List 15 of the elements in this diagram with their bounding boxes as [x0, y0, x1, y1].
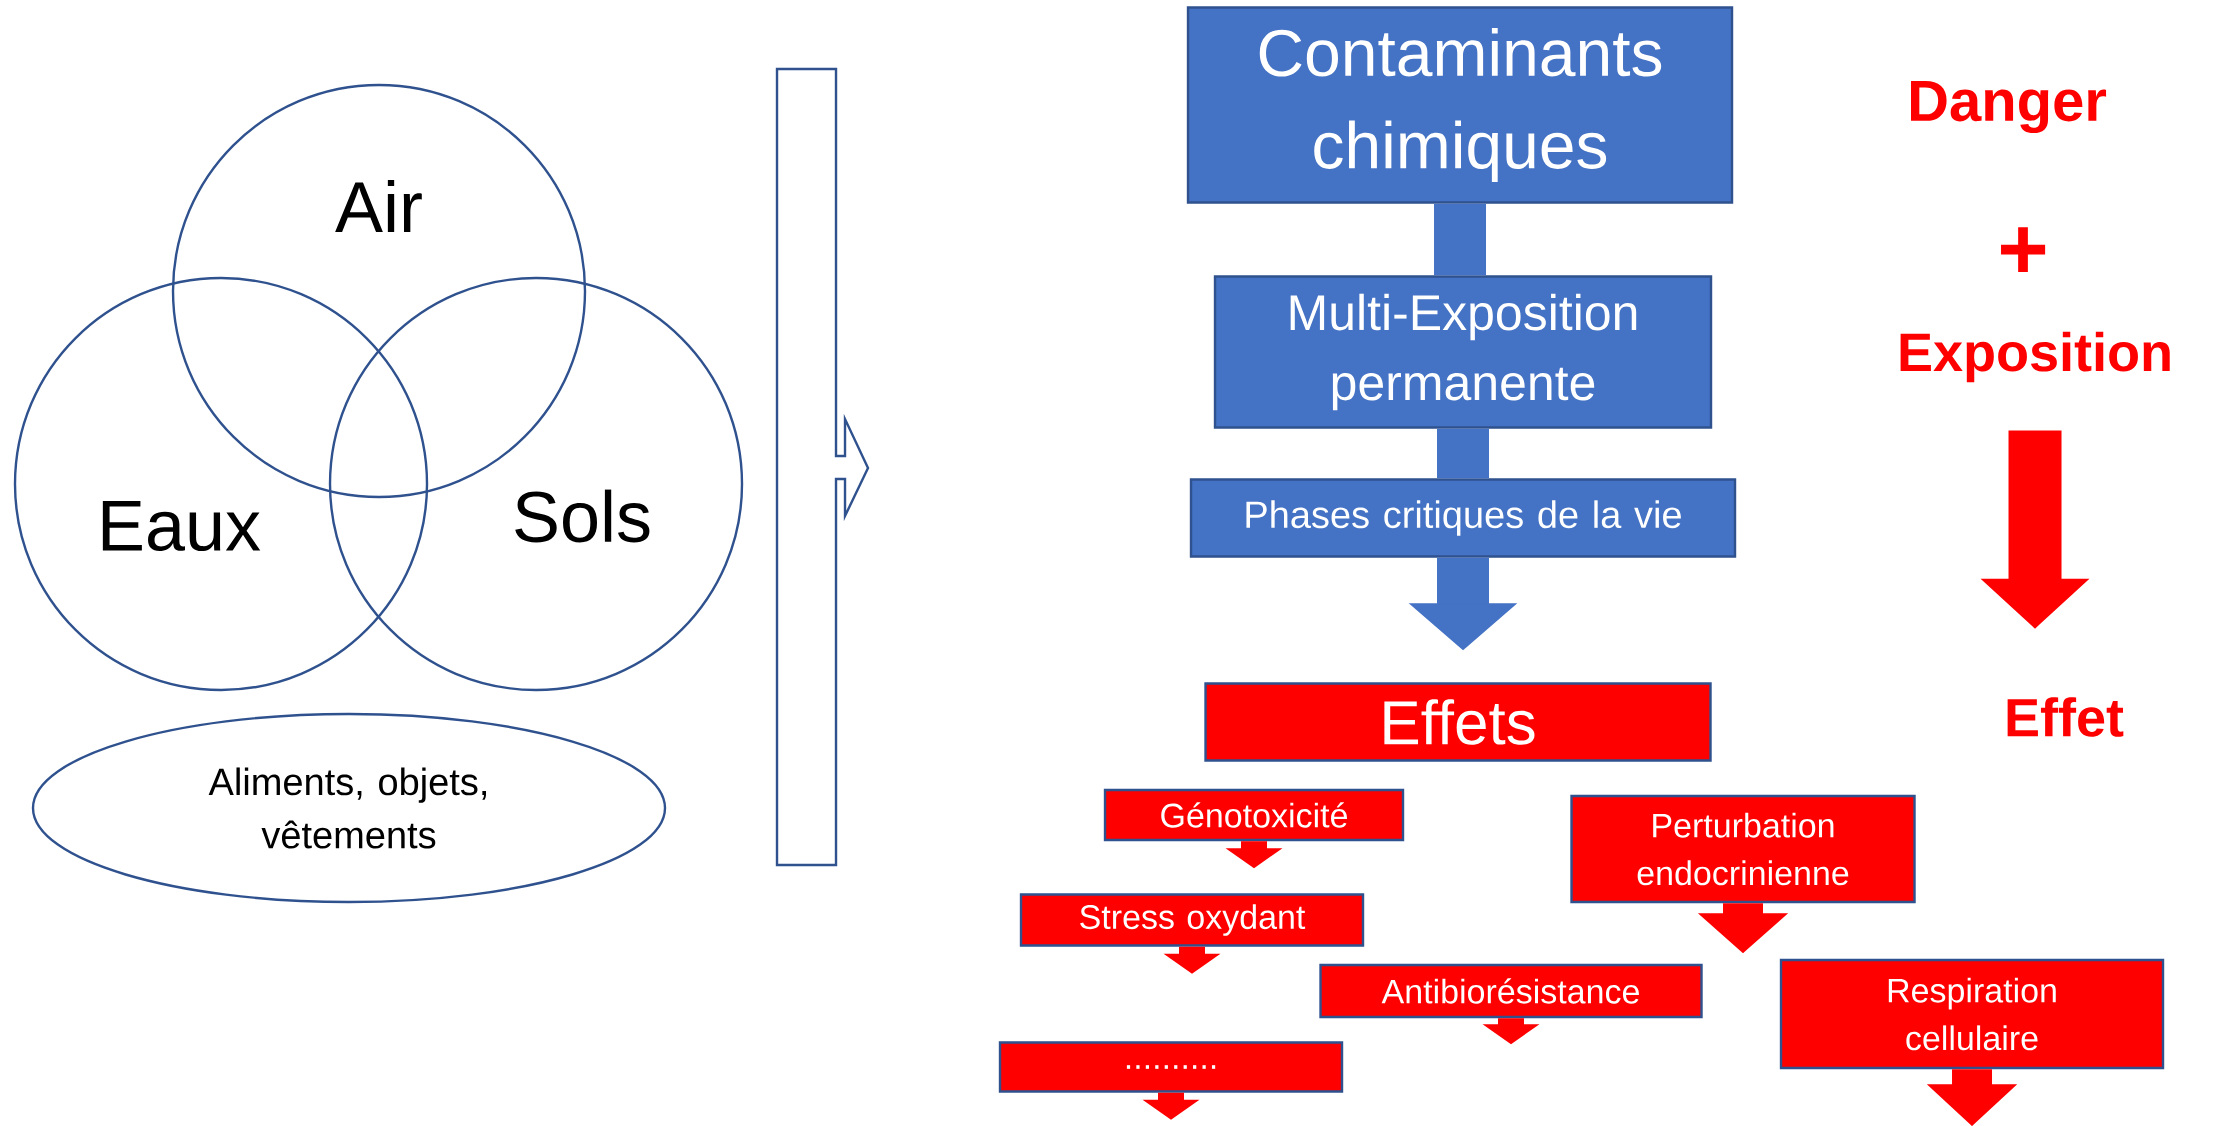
process-box: Contaminants chimiques — [1186, 6, 1734, 204]
process-box: Phases critiques de la vie — [1189, 478, 1737, 558]
effect-box: Effets — [1204, 682, 1712, 762]
effect-box: Génotoxicité — [1103, 788, 1405, 842]
effect-box: .......... — [998, 1041, 1344, 1093]
heading-text: Danger — [1911, 80, 2107, 134]
effect-box: Antibiorésistance — [1319, 963, 1703, 1019]
bracket-arrow-drawing — [775, 67, 870, 867]
effect-box: Perturbation endocrinienne — [1570, 794, 1916, 904]
heading-text: Exposition — [1900, 331, 2170, 383]
effect-box: Stress oxydant — [1019, 893, 1365, 947]
plus-sign: + — [2001, 227, 2046, 272]
heading-text: Effet — [2007, 697, 2124, 737]
effect-box: Respiration cellulaire — [1779, 958, 2165, 1070]
process-box: Multi-Exposition permanente — [1213, 275, 1713, 429]
